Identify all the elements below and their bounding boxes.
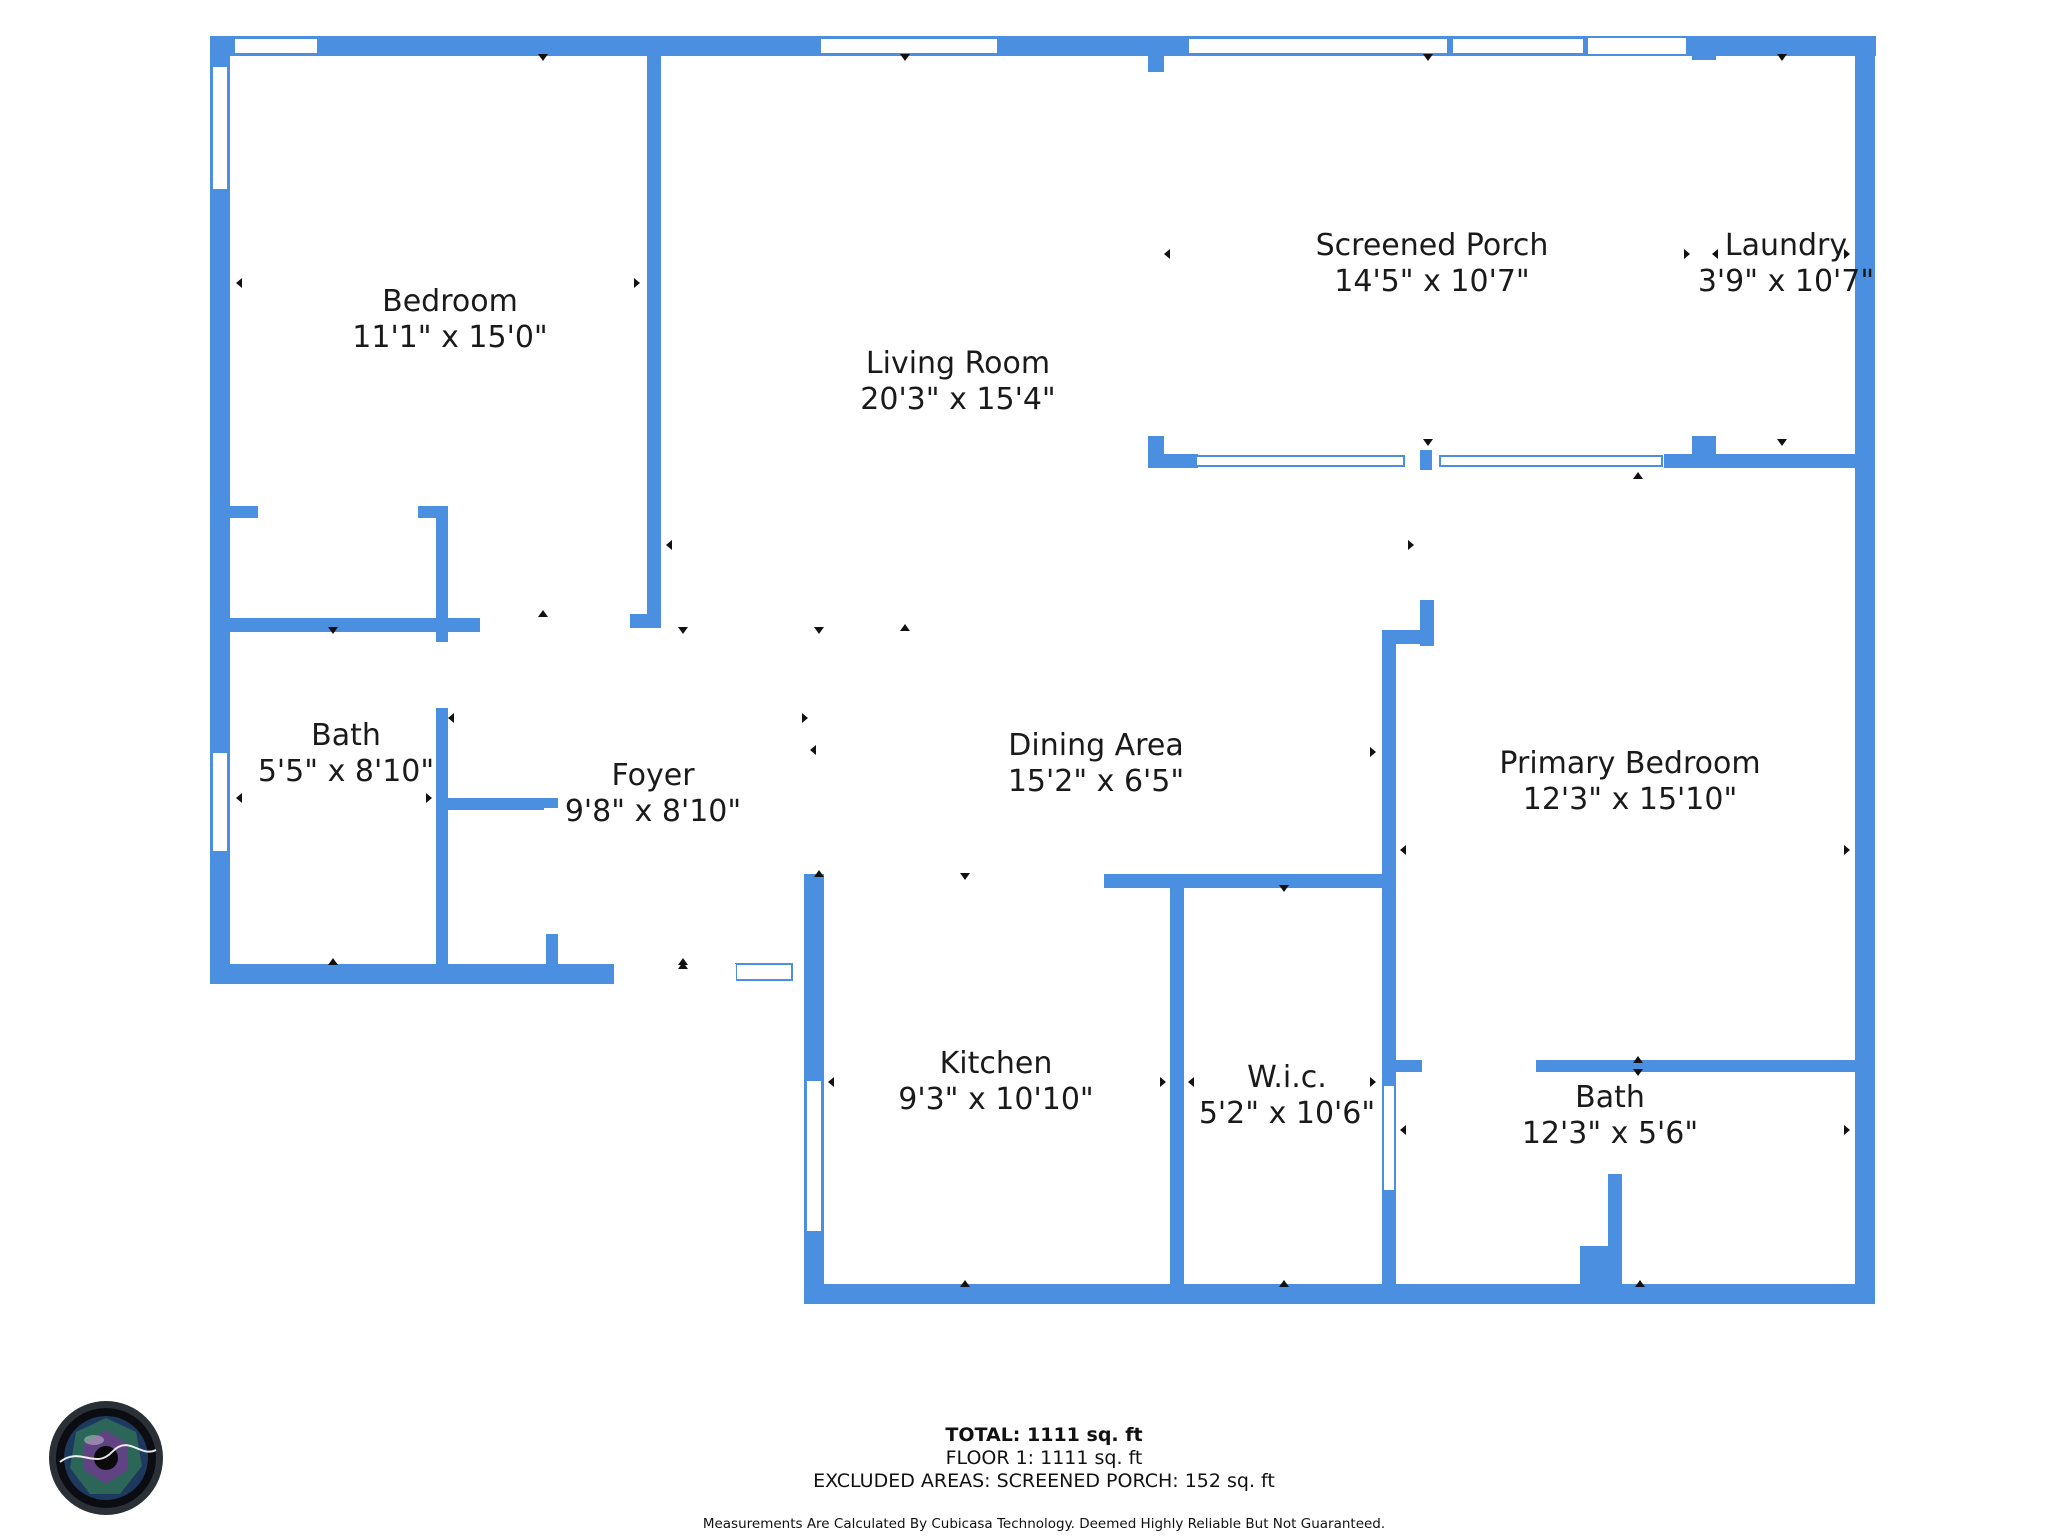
room-laundry-dim: 3'9" x 10'7" <box>1698 264 1874 299</box>
footer-note: Measurements Are Calculated By Cubicasa … <box>703 1516 1385 1532</box>
room-kitchen-name: Kitchen <box>940 1046 1053 1081</box>
room-wic-dim: 5'2" x 10'6" <box>1199 1096 1375 1131</box>
room-kitchen-dim: 9'3" x 10'10" <box>898 1082 1093 1117</box>
room-foyer-name: Foyer <box>611 758 695 793</box>
room-bedroom-dim: 11'1" x 15'0" <box>352 320 547 355</box>
room-bath-2-name: Bath <box>1575 1080 1645 1115</box>
room-bedroom-name: Bedroom <box>382 284 518 319</box>
footer-excluded: EXCLUDED AREAS: SCREENED PORCH: 152 sq. … <box>813 1470 1275 1492</box>
room-wic-name: W.i.c. <box>1247 1060 1327 1095</box>
footer-total: TOTAL: 1111 sq. ft <box>945 1424 1142 1446</box>
room-screened-porch-dim: 14'5" x 10'7" <box>1334 264 1529 299</box>
room-living-room-dim: 20'3" x 15'4" <box>860 382 1055 417</box>
room-dining-area-dim: 15'2" x 6'5" <box>1008 764 1184 799</box>
footer-floor: FLOOR 1: 1111 sq. ft <box>946 1447 1143 1469</box>
room-foyer-dim: 9'8" x 8'10" <box>565 794 741 829</box>
photographer-logo <box>49 1401 163 1515</box>
room-laundry-name: Laundry <box>1725 228 1847 263</box>
room-bath-2-dim: 12'3" x 5'6" <box>1522 1116 1698 1151</box>
room-labels: Bedroom 11'1" x 15'0" Living Room 20'3" … <box>258 228 1874 1151</box>
room-primary-bedroom-name: Primary Bedroom <box>1499 746 1760 781</box>
windows <box>211 37 1663 1233</box>
room-primary-bedroom-dim: 12'3" x 15'10" <box>1523 782 1738 817</box>
room-bath-1-dim: 5'5" x 8'10" <box>258 754 434 789</box>
dimension-ticks <box>236 54 1850 1287</box>
room-bath-1-name: Bath <box>311 718 381 753</box>
room-dining-area-name: Dining Area <box>1008 728 1183 763</box>
room-screened-porch-name: Screened Porch <box>1316 228 1549 263</box>
openings <box>258 38 1714 1190</box>
room-living-room-name: Living Room <box>866 346 1050 381</box>
footer: TOTAL: 1111 sq. ft FLOOR 1: 1111 sq. ft … <box>703 1424 1385 1532</box>
